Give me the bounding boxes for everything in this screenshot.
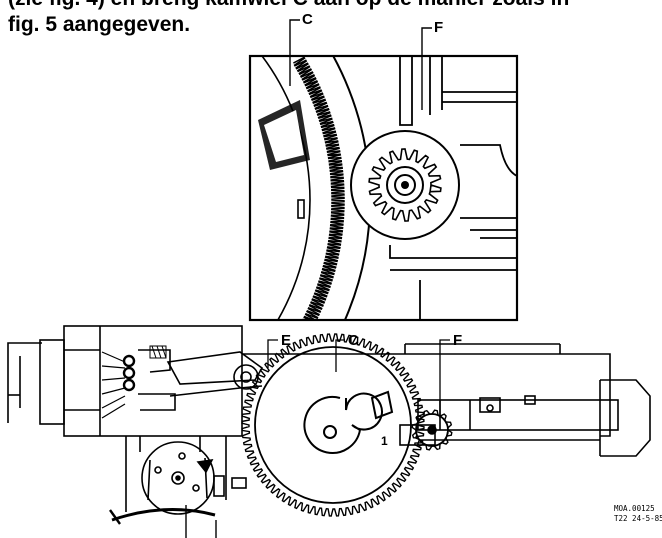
bottom-callout-f: F: [453, 332, 462, 349]
top-callout-c: C: [302, 11, 313, 28]
cam-wheel-c-teeth-bottom: [241, 333, 425, 517]
bottom-callout-e: E: [281, 332, 291, 349]
bottom-assembly-view: 1: [7, 325, 651, 538]
gear-mark: 1: [381, 434, 388, 448]
drawing-ref-2: T22 24-5-85: [614, 514, 662, 523]
top-callout-f: F: [434, 19, 443, 36]
top-detail-view: C F: [248, 11, 519, 322]
top-housing: [389, 56, 517, 320]
left-housing: [7, 325, 243, 437]
instruction-line-1: (zie fig. 4) en breng kamwiel C aan op d…: [8, 0, 569, 10]
gear-f-hub: [394, 174, 416, 196]
cam-wheel-c: 1: [241, 333, 425, 517]
instruction-line-2: fig. 5 aangegeven.: [8, 13, 191, 36]
gear-f-bottom: [411, 409, 453, 451]
cam-wheel-c-teeth: [293, 56, 345, 320]
right-slide-housing: [242, 343, 651, 457]
bottom-callout-c: C: [348, 332, 359, 349]
gear-f-teeth: [368, 148, 442, 222]
lower-motor-assembly: [109, 436, 247, 538]
lever-e: [166, 351, 264, 397]
instruction-text: (zie fig. 4) en breng kamwiel C aan op d…: [0, 0, 662, 60]
drawing-ref-1: MOA.00125: [614, 504, 655, 513]
